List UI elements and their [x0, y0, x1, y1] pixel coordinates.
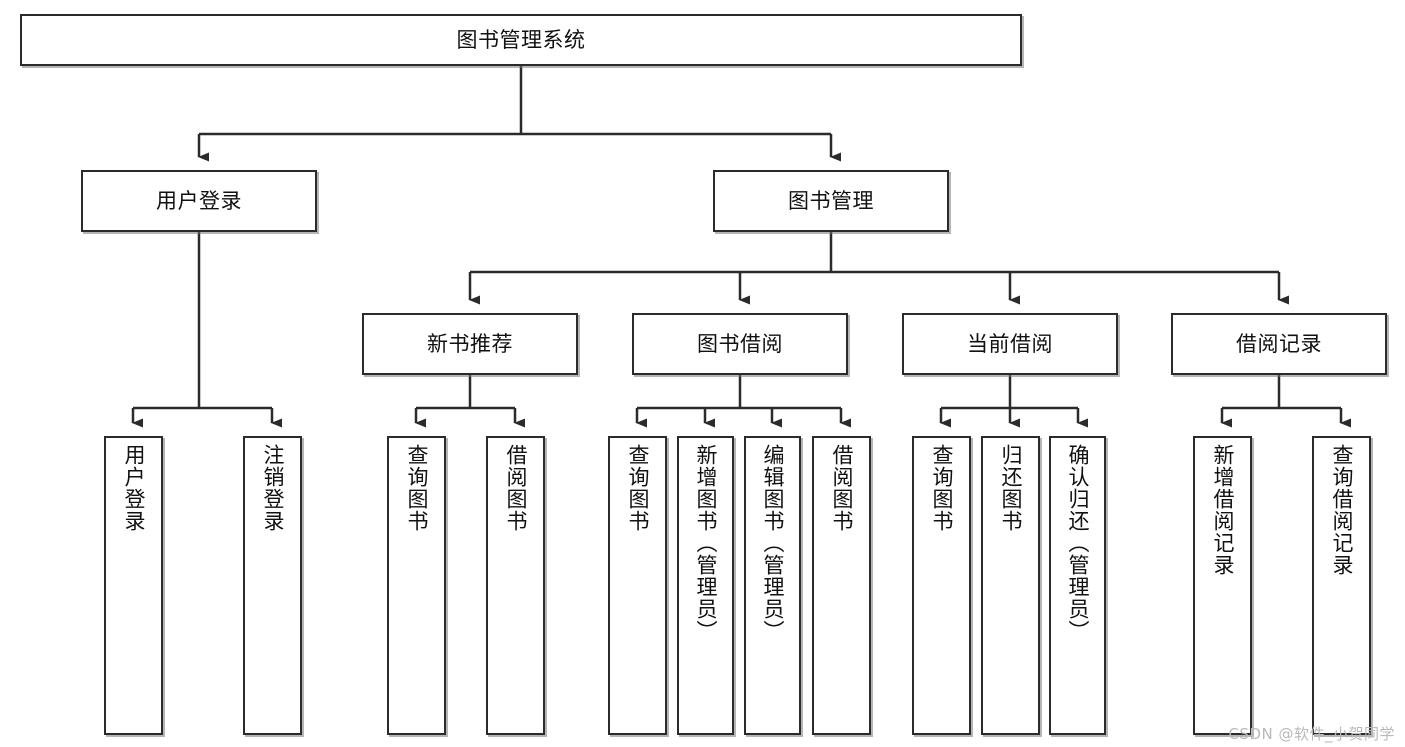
leaf-book-borrow-add[interactable]: 新增图书（管理员） [677, 436, 734, 735]
node-new-book-recommend[interactable]: 新书推荐 [362, 313, 578, 375]
node-current-borrow[interactable]: 当前借阅 [902, 313, 1118, 375]
node-borrow-record-label: 借阅记录 [1236, 331, 1322, 356]
leaf-new-book-borrow[interactable]: 借阅图书 [486, 436, 545, 735]
leaf-current-borrow-return[interactable]: 归还图书 [981, 436, 1040, 735]
leaf-label: 确认归还（管理员） [1065, 444, 1090, 642]
leaf-label: 新增借阅记录 [1210, 444, 1235, 576]
leaf-book-borrow-query[interactable]: 查询图书 [608, 436, 667, 735]
leaf-label: 查询图书 [404, 444, 429, 532]
leaf-label: 查询图书 [929, 444, 954, 532]
leaf-borrow-record-query[interactable]: 查询借阅记录 [1312, 436, 1371, 735]
leaf-book-borrow-edit[interactable]: 编辑图书（管理员） [744, 436, 801, 735]
leaf-user-login-login[interactable]: 用户登录 [104, 436, 163, 735]
leaf-new-book-query[interactable]: 查询图书 [387, 436, 446, 735]
leaf-current-borrow-query[interactable]: 查询图书 [912, 436, 971, 735]
node-root[interactable]: 图书管理系统 [20, 14, 1022, 66]
leaf-label: 用户登录 [121, 444, 146, 532]
leaf-label: 编辑图书（管理员） [760, 444, 785, 642]
node-current-borrow-label: 当前借阅 [967, 331, 1053, 356]
node-user-login-label: 用户登录 [156, 188, 242, 213]
leaf-label: 借阅图书 [503, 444, 528, 532]
leaf-book-borrow-borrow[interactable]: 借阅图书 [812, 436, 871, 735]
node-book-borrow[interactable]: 图书借阅 [632, 313, 848, 375]
csdn-watermark: CSDN @软件_小贺同学 [1228, 725, 1395, 743]
node-root-label: 图书管理系统 [456, 27, 586, 52]
node-book-borrow-label: 图书借阅 [697, 331, 783, 356]
leaf-borrow-record-add[interactable]: 新增借阅记录 [1193, 436, 1252, 735]
leaf-label: 新增图书（管理员） [693, 444, 718, 642]
node-user-login[interactable]: 用户登录 [81, 170, 317, 232]
leaf-label: 查询借阅记录 [1329, 444, 1354, 576]
leaf-current-borrow-confirm-return[interactable]: 确认归还（管理员） [1049, 436, 1106, 735]
leaf-user-login-logout[interactable]: 注销登录 [243, 436, 302, 735]
leaf-label: 借阅图书 [829, 444, 854, 532]
leaf-label: 查询图书 [625, 444, 650, 532]
node-book-management[interactable]: 图书管理 [713, 170, 949, 232]
node-new-book-recommend-label: 新书推荐 [427, 331, 513, 356]
node-book-management-label: 图书管理 [788, 188, 874, 213]
leaf-label: 注销登录 [260, 444, 285, 532]
leaf-label: 归还图书 [998, 444, 1023, 532]
node-borrow-record[interactable]: 借阅记录 [1171, 313, 1387, 375]
